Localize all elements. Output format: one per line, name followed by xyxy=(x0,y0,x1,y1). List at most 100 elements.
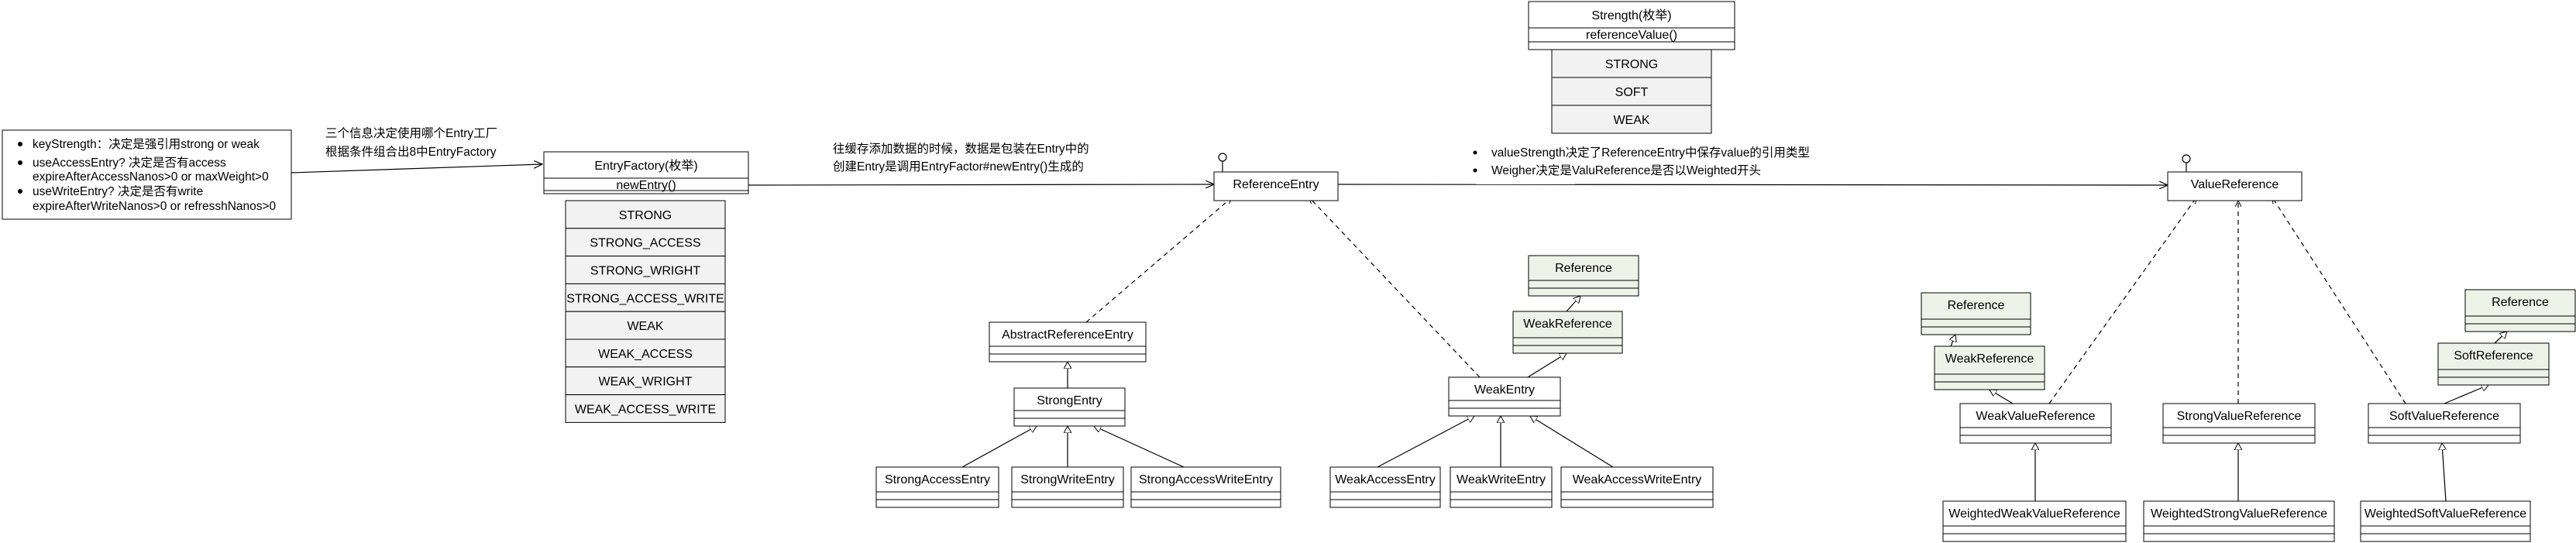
strength-value-strong: STRONG xyxy=(1551,49,1712,78)
weak-access-entry-label: WeakAccessEntry xyxy=(1335,473,1436,486)
java-reference-3-label: Reference xyxy=(2492,296,2549,309)
weak-value-reference-label: WeakValueReference xyxy=(1976,410,2095,423)
java-soft-reference-class[interactable]: SoftReference xyxy=(2437,342,2550,386)
weighted-strong-value-reference-class[interactable]: WeightedStrongValueReference xyxy=(2143,500,2335,542)
weak-access-write-entry-class[interactable]: WeakAccessWriteEntry xyxy=(1560,466,1714,508)
weak-access-entry-class[interactable]: WeakAccessEntry xyxy=(1329,466,1441,508)
edge-weighted-soft-extends xyxy=(2442,443,2447,502)
strength-value-label: SOFT xyxy=(1615,86,1649,99)
edge-weakref-extends-ref xyxy=(1566,296,1580,312)
note-factory-line2: 根据条件组合出8中EntryFactory xyxy=(325,145,497,159)
weighted-weak-value-reference-class[interactable]: WeightedWeakValueReference xyxy=(1942,500,2127,542)
java-weak-reference-1-class[interactable]: WeakReference xyxy=(1512,311,1623,354)
value-reference-interface-icon xyxy=(2182,154,2191,163)
info-box: keyStrength：决定是强引用strong or weak useAcce… xyxy=(2,129,292,220)
strong-entry-label: StrongEntry xyxy=(1037,394,1102,407)
edge-weak-access-write-extends xyxy=(1530,416,1614,468)
note-entry-line1: 往缓存添加数据的时候，数据是包装在Entry中的 xyxy=(833,142,1089,156)
value-reference-label: ValueReference xyxy=(2191,178,2279,191)
weak-entry-class[interactable]: WeakEntry xyxy=(1448,376,1561,417)
factory-value-label: WEAK_ACCESS_WRITE xyxy=(575,404,716,417)
factory-value-label: WEAK_ACCESS xyxy=(598,348,693,361)
java-reference-2-class[interactable]: Reference xyxy=(1921,292,2031,335)
weak-value-reference-class[interactable]: WeakValueReference xyxy=(1959,403,2112,444)
java-reference-1-class[interactable]: Reference xyxy=(1528,255,1639,297)
factory-value-label: STRONG_ACCESS xyxy=(590,237,700,250)
edge-factory-to-reference-entry xyxy=(748,184,1214,185)
edge-soft-value-ref-implements xyxy=(2272,198,2406,404)
strong-access-write-entry-class[interactable]: StrongAccessWriteEntry xyxy=(1130,466,1281,508)
weighted-strong-value-reference-label: WeightedStrongValueReference xyxy=(2151,507,2327,521)
strong-value-reference-label: StrongValueReference xyxy=(2177,410,2302,423)
factory-value-strong-access-write: STRONG_ACCESS_WRITE xyxy=(565,283,726,312)
value-reference-class[interactable]: ValueReference xyxy=(2167,171,2303,201)
factory-value-label: WEAK xyxy=(627,320,663,333)
edge-weak-entry-implements xyxy=(1309,198,1481,378)
abstract-reference-entry-class[interactable]: AbstractReferenceEntry xyxy=(989,321,1147,363)
weighted-soft-value-reference-label: WeightedSoftValueReference xyxy=(2364,507,2526,521)
entry-factory-title: EntryFactory(枚举) xyxy=(594,159,697,173)
weighted-weak-value-reference-label: WeightedWeakValueReference xyxy=(1948,507,2120,521)
factory-value-label: STRONG_ACCESS_WRITE xyxy=(566,292,724,305)
note-value-line1: valueStrength决定了ReferenceEntry中保存value的引… xyxy=(1491,146,1810,160)
java-weak-reference-1-label: WeakReference xyxy=(1523,318,1612,331)
factory-value-weak-wright: WEAK_WRIGHT xyxy=(565,366,726,396)
info-item-key-strength: keyStrength：决定是强引用strong or weak xyxy=(33,137,260,151)
note-value-line2: Weigher决定是ValuReference是否以Weighted开头 xyxy=(1491,163,1761,177)
factory-value-label: WEAK_WRIGHT xyxy=(599,376,693,389)
note-factory-line1: 三个信息决定使用哪个Entry工厂 xyxy=(325,126,497,140)
strength-value-soft: SOFT xyxy=(1551,77,1712,106)
strength-value-label: STRONG xyxy=(1605,58,1658,71)
entry-factory-enum[interactable]: EntryFactory(枚举) newEntry() xyxy=(543,151,749,194)
factory-value-label: STRONG xyxy=(619,209,672,222)
strength-value-label: WEAK xyxy=(1613,114,1649,127)
edge-weakref2-extends-ref xyxy=(1951,335,1955,347)
java-reference-3-class[interactable]: Reference xyxy=(2464,289,2576,332)
weak-write-entry-class[interactable]: WeakWriteEntry xyxy=(1450,466,1553,508)
abstract-reference-entry-label: AbstractReferenceEntry xyxy=(1002,328,1133,342)
edges xyxy=(291,160,2507,502)
weighted-soft-value-reference-class[interactable]: WeightedSoftValueReference xyxy=(2360,500,2531,542)
factory-value-strong: STRONG xyxy=(565,200,726,229)
java-weak-reference-2-label: WeakReference xyxy=(1945,352,2034,366)
strength-values: STRONG SOFT WEAK xyxy=(1551,49,1712,134)
strong-write-entry-class[interactable]: StrongWriteEntry xyxy=(1011,466,1124,508)
soft-value-reference-label: SoftValueReference xyxy=(2389,410,2499,423)
java-reference-2-label: Reference xyxy=(1948,299,2005,312)
factory-value-weak-access-write: WEAK_ACCESS_WRITE xyxy=(565,394,726,423)
strength-value-weak: WEAK xyxy=(1551,105,1712,134)
java-weak-reference-2-class[interactable]: WeakReference xyxy=(1934,345,2045,390)
java-soft-reference-label: SoftReference xyxy=(2454,349,2533,363)
strong-write-entry-label: StrongWriteEntry xyxy=(1020,473,1115,486)
edge-weak-entry-extends-weakref xyxy=(1527,353,1567,378)
class-boxes: ReferenceEntryAbstractReferenceEntryStro… xyxy=(875,171,2576,542)
strong-entry-class[interactable]: StrongEntry xyxy=(1013,387,1126,427)
info-item-access-condition: expireAfterAccessNanos>0 or maxWeight>0 xyxy=(33,170,269,184)
edge-reference-entry-to-value-reference xyxy=(1337,184,2168,185)
strong-access-entry-class[interactable]: StrongAccessEntry xyxy=(875,466,999,508)
weak-write-entry-label: WeakWriteEntry xyxy=(1457,473,1546,486)
soft-value-reference-class[interactable]: SoftValueReference xyxy=(2368,403,2521,444)
weak-access-write-entry-label: WeakAccessWriteEntry xyxy=(1573,473,1702,486)
note-entry-line2: 创建Entry是调用EntryFactor#newEntry()生成的 xyxy=(833,160,1084,174)
edge-weak-value-ref-implements xyxy=(2048,198,2196,404)
info-item-use-write: useWriteEntry? 决定是否有write xyxy=(33,184,203,198)
strength-title: Strength(枚举) xyxy=(1591,9,1671,22)
weak-entry-label: WeakEntry xyxy=(1474,383,1535,397)
reference-entry-class[interactable]: ReferenceEntry xyxy=(1213,171,1339,201)
factory-value-strong-access: STRONG_ACCESS xyxy=(565,228,726,257)
entry-factory-values: STRONG STRONG_ACCESS STRONG_WRIGHT STRONG_A… xyxy=(565,200,726,423)
reference-entry-interface-icon xyxy=(1218,153,1227,162)
strong-value-reference-class[interactable]: StrongValueReference xyxy=(2162,403,2316,444)
strength-enum[interactable]: Strength(枚举) referenceValue() xyxy=(1528,1,1735,50)
java-reference-1-label: Reference xyxy=(1555,262,1612,275)
reference-entry-label: ReferenceEntry xyxy=(1233,178,1319,191)
factory-value-weak-access: WEAK_ACCESS xyxy=(565,339,726,368)
factory-value-label: STRONG_WRIGHT xyxy=(590,265,700,278)
edge-abstract-entry-implements xyxy=(1085,198,1232,323)
edge-strong-access-write-extends xyxy=(1094,426,1185,468)
edge-weak-access-extends xyxy=(1377,416,1474,468)
edge-soft-value-ref-extends-softref xyxy=(2444,385,2488,404)
factory-value-weak: WEAK xyxy=(565,311,726,340)
